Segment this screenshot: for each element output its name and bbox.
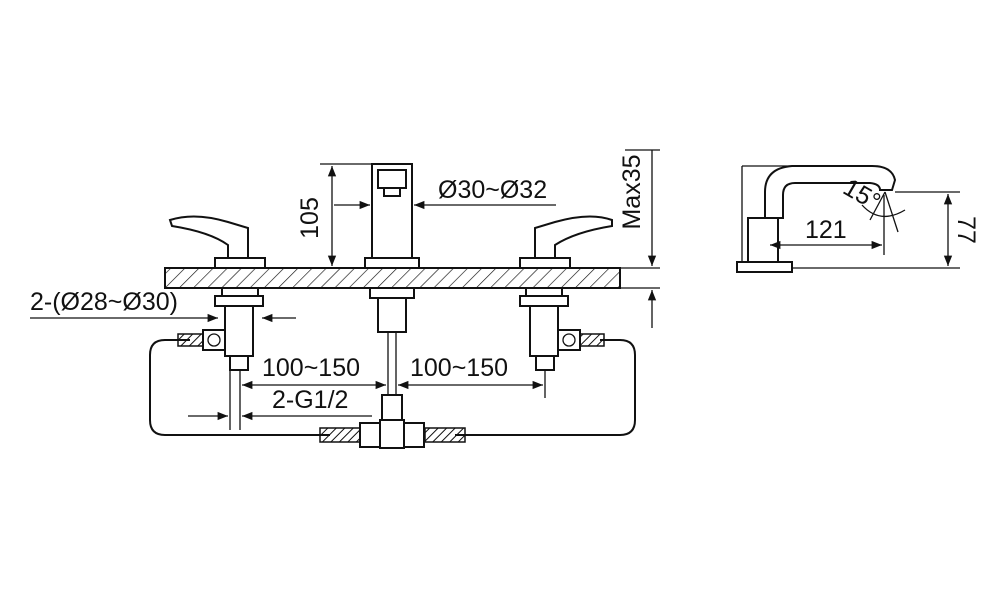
side-spout [764, 165, 897, 219]
braided-hose-right-inlet [577, 333, 605, 347]
braided-hose-left-inlet [177, 333, 205, 347]
dim-spout-diameter: Ø30~Ø32 [438, 176, 547, 204]
dim-side-height: 77 [952, 216, 980, 244]
dim-hole-diameter: 2-(Ø28~Ø30) [30, 288, 178, 316]
dim-spacing-right: 100~150 [410, 354, 508, 382]
dim-max-deck: Max35 [618, 154, 646, 229]
countertop-deck [164, 267, 621, 289]
braided-hose-center-right [424, 427, 466, 443]
dim-thread: 2-G1/2 [272, 386, 348, 414]
dim-reach: 121 [805, 216, 847, 244]
side-base [736, 261, 793, 273]
center-spout [364, 163, 420, 395]
supply-hose-left [149, 339, 330, 436]
tee-fitting [359, 394, 425, 449]
right-handle-valve [519, 215, 613, 371]
front-view: 105 Ø30~Ø32 Max35 2-(Ø28~Ø30) 100~150 10… [30, 149, 660, 449]
supply-hose-right [455, 339, 636, 436]
dim-angle: 15° [838, 173, 885, 216]
side-body [747, 217, 779, 263]
dim-spout-height: 105 [296, 197, 324, 239]
dim-spacing-left: 100~150 [262, 354, 360, 382]
left-handle-valve [168, 215, 266, 371]
braided-hose-center-left [319, 427, 361, 443]
side-view: 121 15° 77 [736, 165, 980, 273]
